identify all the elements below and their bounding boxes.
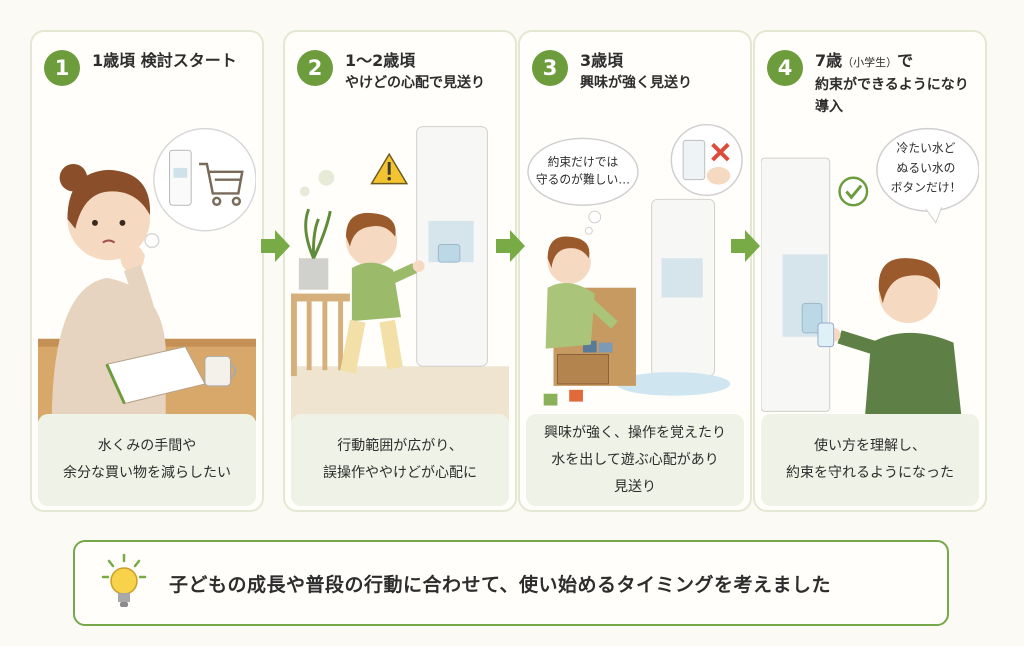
arrow-right-icon [731, 230, 760, 262]
bubble-line: ぬるい水の [897, 161, 956, 175]
child-playing-illustration: 約束だけでは 守るのが難しい… [526, 118, 744, 424]
caption-line: 余分な買い物を減らしたい [63, 465, 231, 481]
step-title-tail: で [897, 51, 914, 70]
step-title-extra: 検討スタート [140, 51, 237, 70]
bubble-line: 冷たい水ど [897, 141, 956, 155]
step-number-badge: 1 [44, 50, 80, 86]
bubble-line: 守るのが難しい… [536, 173, 630, 187]
bubble-line: ボタンだけ！ [891, 180, 962, 194]
caption-line: 水くみの手間や [97, 438, 197, 454]
step-title: 1〜2歳頃 [345, 51, 416, 70]
arrow-right-icon [496, 230, 525, 262]
step-title: 7歳（小学生）で [815, 50, 979, 74]
step-title-age: 1歳頃 [92, 51, 136, 70]
bubble-line: 約束だけでは [548, 155, 619, 169]
step-title-note: （小学生） [842, 56, 898, 69]
step-caption: 水くみの手間や 余分な買い物を減らしたい [38, 414, 256, 506]
step-header: 4 7歳（小学生）で 約束ができるようになり導入 [767, 46, 979, 115]
step-title: 1歳頃 検討スタート [92, 50, 237, 72]
step-panel-2: 2 1〜2歳頃 やけどの心配で見送り [283, 30, 517, 512]
step-title: 3歳頃 [580, 51, 624, 70]
step-panel-1: 1 1歳頃 検討スタート [30, 30, 264, 512]
step-caption: 行動範囲が広がり、 誤操作ややけどが心配に [291, 414, 509, 506]
warning-icon [370, 152, 409, 185]
step-number-badge: 4 [767, 50, 803, 86]
summary-banner: 子どもの成長や普段の行動に合わせて、使い始めるタイミングを考えました [73, 540, 949, 626]
caption-line: 約束を守れるようになった [786, 465, 954, 481]
caption-line: 水を出して遊ぶ心配があり [551, 451, 719, 468]
step-header: 2 1〜2歳頃 やけどの心配で見送り [297, 46, 509, 106]
caption-line: 興味が強く、操作を覚えたり [544, 424, 726, 441]
step-header: 1 1歳頃 検討スタート [44, 46, 256, 106]
caption-line: 見送り [614, 478, 656, 495]
caption-line: 使い方を理解し、 [814, 438, 926, 454]
step-header: 3 3歳頃 興味が強く見送り [532, 46, 744, 106]
step-caption: 興味が強く、操作を覚えたり 水を出して遊ぶ心配があり 見送り [526, 414, 744, 506]
step-panel-4: 4 7歳（小学生）で 約束ができるようになり導入 冷たい水ど ぬるい水の ボタン… [753, 30, 987, 512]
arrow-right-icon [261, 230, 290, 262]
mother-thinking-illustration [38, 118, 256, 424]
step-subtitle: 興味が強く見送り [580, 75, 692, 91]
shopping-cart-icon [199, 162, 244, 206]
summary-text: 子どもの成長や普段の行動に合わせて、使い始めるタイミングを考えました [169, 573, 832, 596]
check-icon [838, 176, 869, 207]
toddler-dispenser-illustration [291, 118, 509, 424]
step-number-badge: 2 [297, 50, 333, 86]
caption-line: 行動範囲が広がり、 [337, 438, 463, 454]
step-panel-3: 3 3歳頃 興味が強く見送り 約束だけでは 守るのが難しい… [518, 30, 752, 512]
step-number-badge: 3 [532, 50, 568, 86]
lightbulb-icon [101, 553, 147, 607]
caption-line: 誤操作ややけどが心配に [323, 465, 477, 481]
step-title-age: 7歳 [815, 51, 843, 70]
step-caption: 使い方を理解し、 約束を守れるようになった [761, 414, 979, 506]
schoolchild-using-dispenser-illustration: 冷たい水ど ぬるい水の ボタンだけ！ [761, 118, 979, 424]
step-subtitle: 約束ができるようになり導入 [815, 77, 969, 115]
step-subtitle: やけどの心配で見送り [345, 75, 485, 91]
